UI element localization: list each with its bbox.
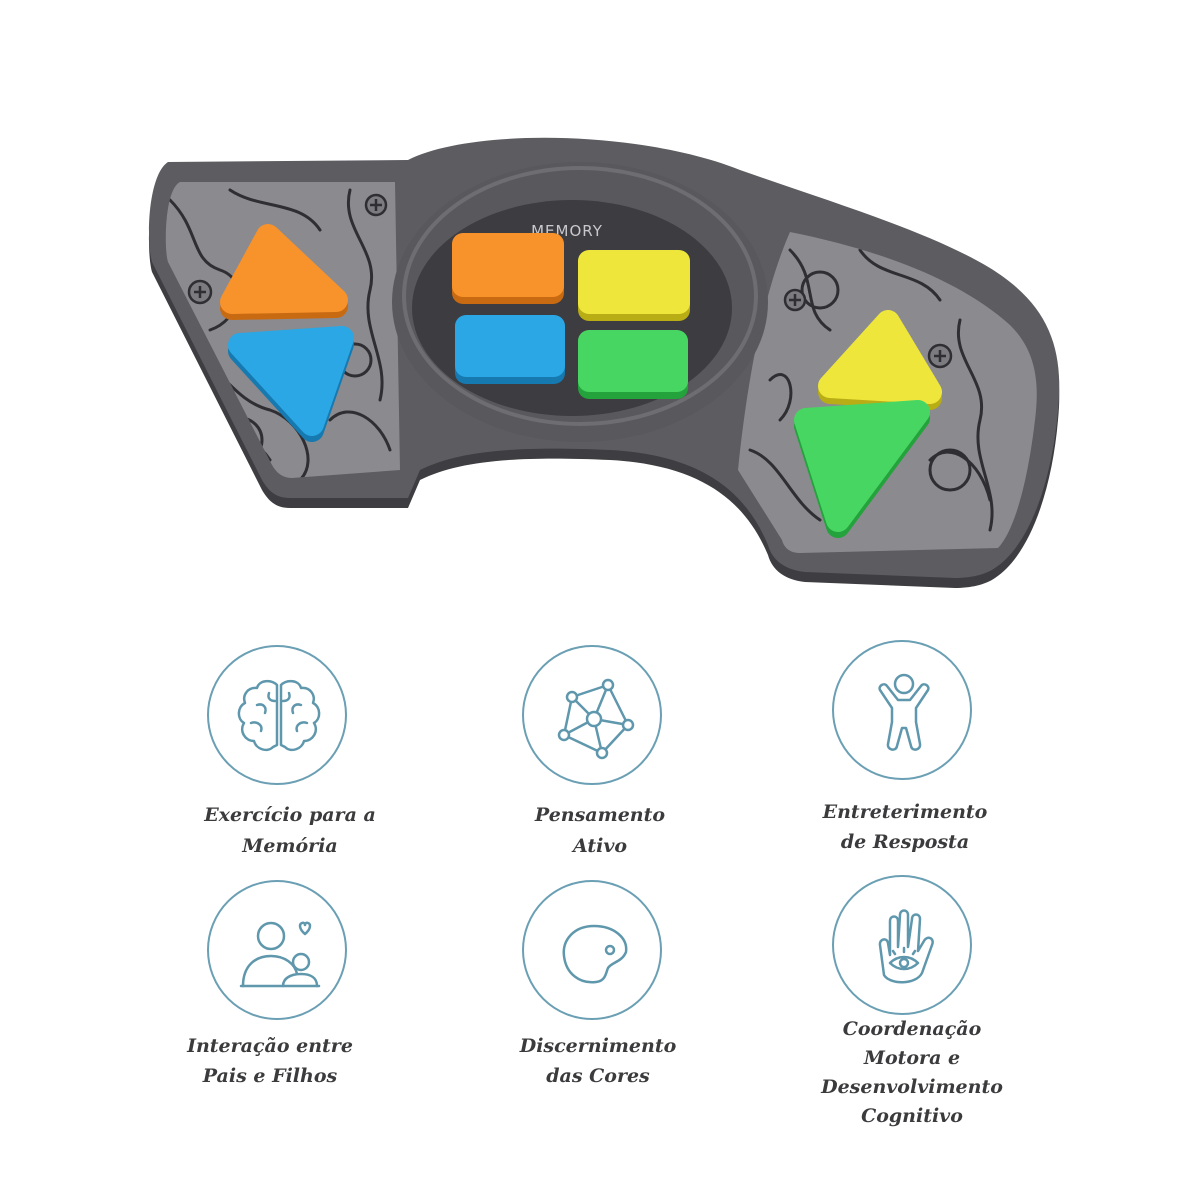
- feature-label-line: Ativo: [572, 835, 628, 857]
- feature-label-line: Coordenação: [842, 1018, 982, 1040]
- blue-triangle-button: [228, 326, 354, 442]
- feature-label-colors: Discernimento das Cores: [473, 1031, 723, 1091]
- feature-label-line: de Resposta: [840, 831, 970, 853]
- feature-label-memory: Exercício para a Memória: [165, 800, 415, 862]
- yellow-square-button: [578, 250, 690, 321]
- orange-triangle-button: [220, 224, 348, 320]
- palette-icon: [522, 880, 662, 1020]
- feature-label-thinking: Pensamento Ativo: [475, 800, 725, 862]
- green-square-button: [578, 330, 688, 399]
- blue-square-button: [455, 315, 565, 384]
- screw-icon: [783, 288, 807, 312]
- center-rim-highlight: [402, 166, 758, 426]
- toy-illustration: MEMORY: [149, 137, 1060, 589]
- child-icon: [832, 640, 972, 780]
- screw-icon: [364, 193, 388, 217]
- feature-label-line: Discernimento: [519, 1035, 677, 1057]
- feature-label-line: Memória: [242, 835, 338, 857]
- green-triangle-button: [794, 400, 930, 538]
- feature-label-line: Exercício para a: [204, 804, 376, 826]
- feature-label-line: Cognitivo: [861, 1105, 963, 1127]
- feature-label-response: Entreterimento de Resposta: [780, 797, 1030, 857]
- feature-label-line: Pensamento: [534, 804, 666, 826]
- feature-label-line: Desenvolvimento: [821, 1076, 1003, 1098]
- screw-icon: [927, 343, 953, 369]
- screw-icon: [187, 279, 213, 305]
- brain-icon: [207, 645, 347, 785]
- feature-label-line: Motora e: [863, 1047, 961, 1069]
- feature-label-coordination: Coordenação Motora e Desenvolvimento Cog…: [787, 1015, 1037, 1131]
- feature-label-line: Interação entre: [187, 1035, 353, 1057]
- memory-game-toy: MEMORY: [149, 137, 1060, 589]
- parent-child-icon: [207, 880, 347, 1020]
- left-panel: [165, 182, 400, 478]
- hand-eye-icon: [832, 875, 972, 1015]
- feature-label-line: das Cores: [546, 1065, 650, 1087]
- network-icon: [522, 645, 662, 785]
- feature-label-line: Pais e Filhos: [202, 1065, 338, 1087]
- feature-label-interaction: Interação entre Pais e Filhos: [145, 1031, 395, 1091]
- orange-square-button: [452, 233, 564, 304]
- feature-label-line: Entreterimento: [822, 801, 988, 823]
- yellow-triangle-button: [818, 310, 942, 410]
